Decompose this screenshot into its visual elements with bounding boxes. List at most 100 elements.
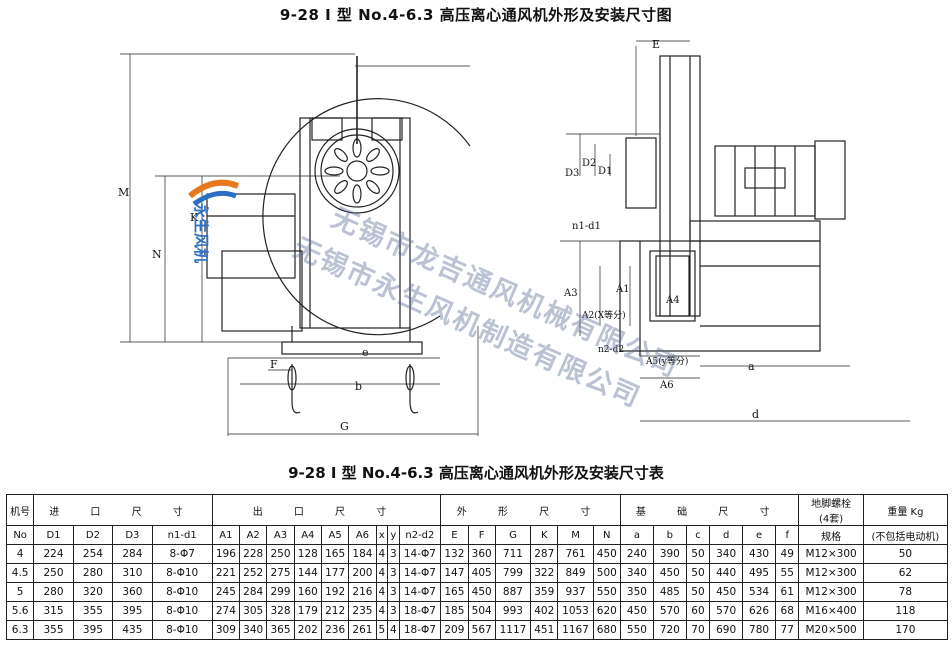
table-cell: 250 [33, 563, 74, 583]
subheader-cell: N [592, 525, 621, 545]
table-cell: 147 [440, 563, 469, 583]
table-cell: 780 [742, 620, 777, 640]
table-cell: 4 [5, 544, 35, 564]
label-A3: A3 [563, 288, 578, 299]
table-cell: 450 [619, 601, 654, 621]
table-cell: 690 [709, 620, 744, 640]
table-cell: 4 [375, 582, 389, 602]
table-cell: 402 [530, 601, 559, 621]
table-cell: 165 [440, 582, 469, 602]
table-cell: M12×300 [798, 544, 864, 564]
side-view-dimensions [560, 40, 910, 422]
table-cell: 177 [320, 563, 350, 583]
table-cell: 144 [293, 563, 322, 583]
label-b: b [355, 380, 362, 393]
subheader-cell: c [685, 525, 711, 545]
table-cell: 8-Φ10 [151, 582, 213, 602]
table-cell: 504 [467, 601, 496, 621]
table-cell: 3 [387, 601, 400, 621]
table-cell: 252 [239, 563, 268, 583]
table-cell: 299 [266, 582, 295, 602]
table-title: 9-28 Ⅰ 型 No.4-6.3 高压离心通风机外形及安装尺寸表 [288, 464, 664, 482]
header-no: 机号 [5, 494, 35, 526]
table-cell: 310 [112, 563, 153, 583]
table-cell: 360 [112, 582, 153, 602]
table-cell: M16×400 [798, 601, 864, 621]
table-cell: 284 [112, 544, 153, 564]
table-cell: 274 [211, 601, 241, 621]
table-cell: 185 [440, 601, 469, 621]
table-cell: 8-Φ10 [151, 563, 213, 583]
subheader-cell: n1-d1 [151, 525, 213, 545]
label-A6: A6 [659, 380, 674, 391]
table-cell: 359 [530, 582, 559, 602]
table-cell: 179 [293, 601, 322, 621]
table-cell: M12×300 [798, 582, 864, 602]
table-cell: 78 [862, 582, 949, 602]
label-F: F [270, 358, 278, 371]
table-cell: 6.3 [5, 620, 35, 640]
table-cell: 5 [375, 620, 389, 640]
table-cell: 3 [387, 563, 400, 583]
table-cell: 221 [211, 563, 241, 583]
table-cell: 340 [709, 544, 744, 564]
table-cell: 184 [348, 544, 377, 564]
table-cell: 212 [320, 601, 350, 621]
table-cell: 61 [775, 582, 800, 602]
label-A1: A1 [615, 284, 630, 295]
label-D3: D3 [565, 168, 579, 179]
table-cell: 50 [685, 563, 711, 583]
header-outlet: 出 口 尺 寸 [211, 494, 442, 526]
table-cell: 322 [530, 563, 559, 583]
subheader-cell: A5 [320, 525, 350, 545]
table-cell: 128 [293, 544, 322, 564]
table-cell: 500 [592, 563, 621, 583]
label-M: M [118, 186, 129, 199]
table-cell: 450 [467, 582, 496, 602]
table-cell: 209 [440, 620, 469, 640]
table-cell: 450 [709, 582, 744, 602]
subheader-cell: A4 [293, 525, 322, 545]
table-cell: 435 [112, 620, 153, 640]
table-cell: 4 [375, 563, 389, 583]
table-cell: 254 [72, 544, 114, 564]
subheader-cell: D1 [33, 525, 74, 545]
table-cell: 287 [530, 544, 559, 564]
front-view-dimensions [120, 53, 479, 436]
fan-outline-drawing: M N K e F b G E D3 D2 D1 n1-d1 A3 A2(X等分… [118, 38, 910, 436]
table-cell: 626 [742, 601, 777, 621]
table-cell: 355 [72, 601, 114, 621]
table-cell: 3 [387, 544, 400, 564]
header-outline: 外 形 尺 寸 [440, 494, 621, 526]
label-n1d1: n1-d1 [572, 221, 601, 232]
subheader-cell: D2 [72, 525, 114, 545]
table-cell: 8-Φ7 [151, 544, 213, 564]
table-cell: 8-Φ10 [151, 620, 213, 640]
table-cell: 49 [775, 544, 800, 564]
table-cell: 50 [862, 544, 949, 564]
table-cell: 360 [467, 544, 496, 564]
table-cell: 275 [266, 563, 295, 583]
table-cell: 350 [619, 582, 654, 602]
table-cell: 14-Φ7 [398, 544, 442, 564]
table-cell: 1167 [557, 620, 594, 640]
table-cell: 887 [494, 582, 532, 602]
label-d: d [752, 408, 759, 421]
brand-logo-icon [188, 179, 240, 207]
table-cell: 55 [775, 563, 800, 583]
subheader-cell: K [530, 525, 559, 545]
table-cell: 550 [592, 582, 621, 602]
label-A4: A4 [665, 295, 680, 306]
header-bolt: 地脚螺栓(4套) [798, 494, 864, 526]
table-cell: 50 [685, 582, 711, 602]
table-cell: 315 [33, 601, 74, 621]
table-cell: 14-Φ7 [398, 582, 442, 602]
table-cell: 340 [239, 620, 268, 640]
table-cell: 216 [348, 582, 377, 602]
table-cell: 440 [709, 563, 744, 583]
table-cell: 485 [652, 582, 687, 602]
table-cell: 3 [387, 582, 400, 602]
